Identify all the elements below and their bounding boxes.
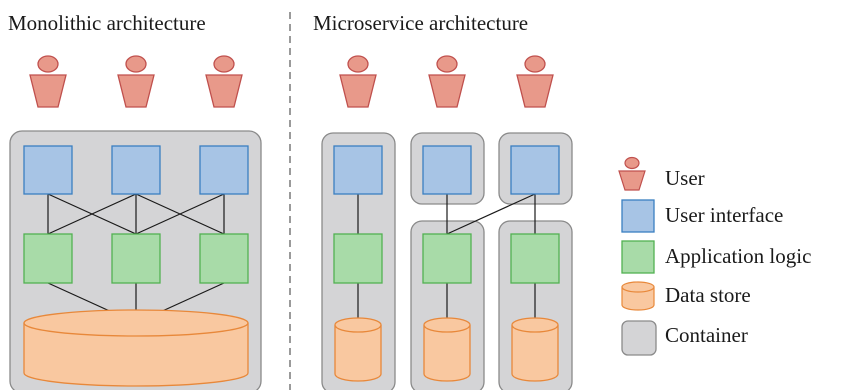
- ui-box: [23, 145, 73, 195]
- logic-box: [510, 233, 560, 284]
- logic-box: [111, 233, 161, 284]
- microservice-connections: [357, 193, 536, 323]
- legend-container-swatch: [621, 320, 657, 356]
- legend-ui-label: User interface: [665, 203, 783, 227]
- ui-box: [422, 145, 472, 195]
- logic-box: [333, 233, 383, 284]
- user-icon: [29, 55, 67, 108]
- ui-box: [510, 145, 560, 195]
- legend-logic-swatch: [621, 240, 655, 274]
- user-icon: [516, 55, 554, 108]
- ui-box: [333, 145, 383, 195]
- legend-user-icon: [618, 156, 646, 191]
- user-icon: [428, 55, 466, 108]
- legend-logic-label: Application logic: [665, 244, 811, 268]
- microservice-title: Microservice architecture: [313, 11, 528, 35]
- legend-container-label: Container: [665, 323, 748, 347]
- logic-box: [199, 233, 249, 284]
- legend: User User interface Application logic Da…: [618, 156, 811, 356]
- data-store-cylinder: [23, 309, 249, 387]
- data-store-cylinder: [423, 317, 471, 382]
- legend-store-label: Data store: [665, 283, 751, 307]
- user-icon: [205, 55, 243, 108]
- legend-store-swatch: [621, 281, 655, 311]
- logic-box: [422, 233, 472, 284]
- monolithic-title: Monolithic architecture: [8, 11, 206, 35]
- user-icon: [339, 55, 377, 108]
- user-icon: [117, 55, 155, 108]
- ui-box: [111, 145, 161, 195]
- legend-ui-swatch: [621, 199, 655, 233]
- legend-user-label: User: [665, 166, 705, 190]
- ui-box: [199, 145, 249, 195]
- data-store-cylinder: [511, 317, 559, 382]
- data-store-cylinder: [334, 317, 382, 382]
- logic-box: [23, 233, 73, 284]
